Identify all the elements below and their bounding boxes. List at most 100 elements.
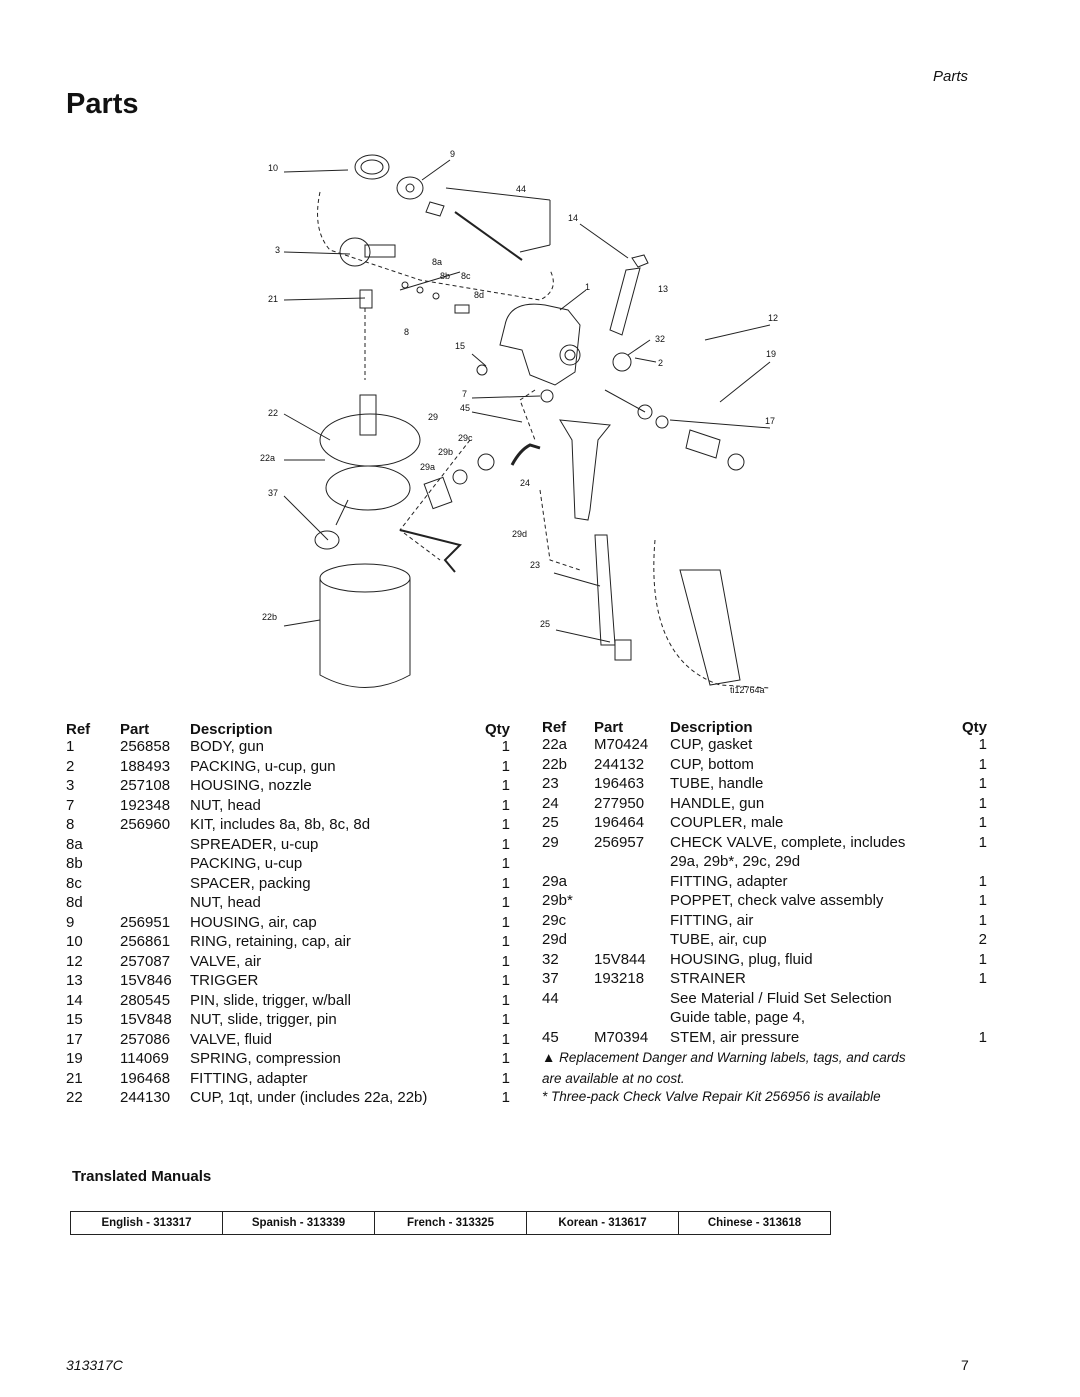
cell-ref: 10 [66, 933, 83, 950]
cell-description: COUPLER, male [670, 814, 784, 831]
cell-description: HANDLE, gun [670, 794, 765, 812]
cell-ref: 21 [66, 1069, 83, 1087]
cell-ref: 8b [66, 855, 83, 872]
figure-id: ti12764a [730, 685, 765, 695]
cell-qty: 1 [501, 933, 510, 950]
cell-description: Guide table, page 4, [670, 1009, 806, 1026]
cell-description: See Material / Fluid Set Selection [670, 989, 892, 1007]
cell-part [594, 990, 670, 1010]
callout-8c: 8c [461, 271, 471, 281]
manual-spanish: Spanish - 313339 [222, 1211, 375, 1235]
callout-12: 12 [768, 313, 778, 323]
cell-qty: 1 [501, 796, 510, 814]
callout-8d: 8d [474, 290, 484, 300]
cell-qty: 1 [978, 775, 987, 792]
cell-description: NUT, head [190, 796, 261, 814]
cell-part: M70394 [594, 1028, 649, 1046]
callout-22b: 22b [262, 612, 277, 622]
cell-ref: 1 [66, 738, 75, 755]
cell-part: 256861 [120, 933, 171, 950]
cell-qty: 1 [501, 894, 510, 911]
cell-description: SPRING, compression [190, 1050, 341, 1067]
cell-description: BODY, gun [190, 738, 264, 755]
cell-ref: 29 [542, 833, 559, 851]
cell-description: FITTING, adapter [190, 1069, 308, 1087]
cell-ref: 8c [66, 874, 82, 892]
callout-23: 23 [530, 560, 540, 570]
column-ref: Ref [66, 721, 91, 738]
table-header-row: Ref Part Description Qty [66, 718, 510, 738]
cell-part [120, 836, 190, 856]
cell-part: 15V844 [594, 950, 646, 968]
callout-8: 8 [404, 327, 409, 337]
cell-part: 114069 [120, 1050, 169, 1067]
cell-description: CUP, bottom [670, 755, 754, 773]
cell-qty: 1 [501, 1069, 510, 1087]
cell-part: 256957 [594, 833, 645, 851]
cell-description: POPPET, check valve assembly [670, 892, 884, 909]
cell-ref: 24 [542, 794, 559, 812]
cell-part: 256951 [120, 913, 171, 931]
cell-ref: 15 [66, 1011, 83, 1028]
page-number: 7 [961, 1357, 969, 1373]
cell-qty: 1 [501, 816, 510, 833]
callout-13: 13 [658, 284, 668, 294]
cell-description: STRAINER [670, 970, 746, 987]
cell-qty: 1 [978, 755, 987, 773]
cell-ref: 29a [542, 872, 568, 890]
cell-qty: 1 [978, 950, 987, 968]
manual-korean: Korean - 313617 [526, 1211, 679, 1235]
cell-part [594, 873, 670, 893]
callout-29b: 29b [438, 447, 453, 457]
cell-description: FITTING, adapter [670, 872, 788, 890]
callout-10: 10 [268, 163, 278, 173]
cell-part: 257087 [120, 952, 171, 970]
cell-part: M70424 [594, 736, 649, 753]
callout-22a: 22a [260, 453, 275, 463]
cell-part: 15V848 [120, 1011, 172, 1028]
cell-ref: 32 [542, 950, 559, 968]
cell-qty: 1 [501, 855, 510, 872]
callout-7: 7 [462, 389, 467, 399]
cell-qty: 1 [501, 777, 510, 794]
cell-ref: 25 [542, 814, 559, 831]
cell-description: CUP, 1qt, under (includes 22a, 22b) [190, 1089, 428, 1106]
replacement-note-line2: are available at no cost. [542, 1071, 685, 1086]
callout-8b: 8b [440, 271, 450, 281]
cell-part [120, 855, 190, 875]
cell-ref: 12 [66, 952, 83, 970]
translated-manuals-heading: Translated Manuals [72, 1168, 212, 1185]
cell-part [594, 1009, 670, 1029]
cell-qty: 1 [501, 972, 510, 989]
cell-part: 277950 [594, 794, 645, 812]
cell-ref: 29b* [542, 892, 573, 909]
callout-14: 14 [568, 213, 578, 223]
cell-description: KIT, includes 8a, 8b, 8c, 8d [190, 816, 371, 833]
cell-qty: 1 [978, 970, 987, 987]
cell-description: TUBE, air, cup [670, 931, 767, 948]
cell-qty [960, 853, 987, 873]
cell-part: 15V846 [120, 972, 172, 989]
cell-description: VALVE, air [190, 952, 262, 970]
cell-qty: 1 [501, 738, 510, 755]
cell-qty: 1 [978, 794, 987, 812]
table-row: Guide table, page 4, [542, 1009, 987, 1029]
cell-ref: 8a [66, 835, 83, 853]
manual-chinese: Chinese - 313618 [678, 1211, 831, 1235]
cell-ref: 22a [542, 736, 568, 753]
table-header-row: Ref Part Description Qty [542, 716, 987, 736]
cell-description: STEM, air pressure [670, 1028, 800, 1046]
cell-ref: 22b [542, 755, 568, 773]
cell-ref: 14 [66, 991, 83, 1009]
